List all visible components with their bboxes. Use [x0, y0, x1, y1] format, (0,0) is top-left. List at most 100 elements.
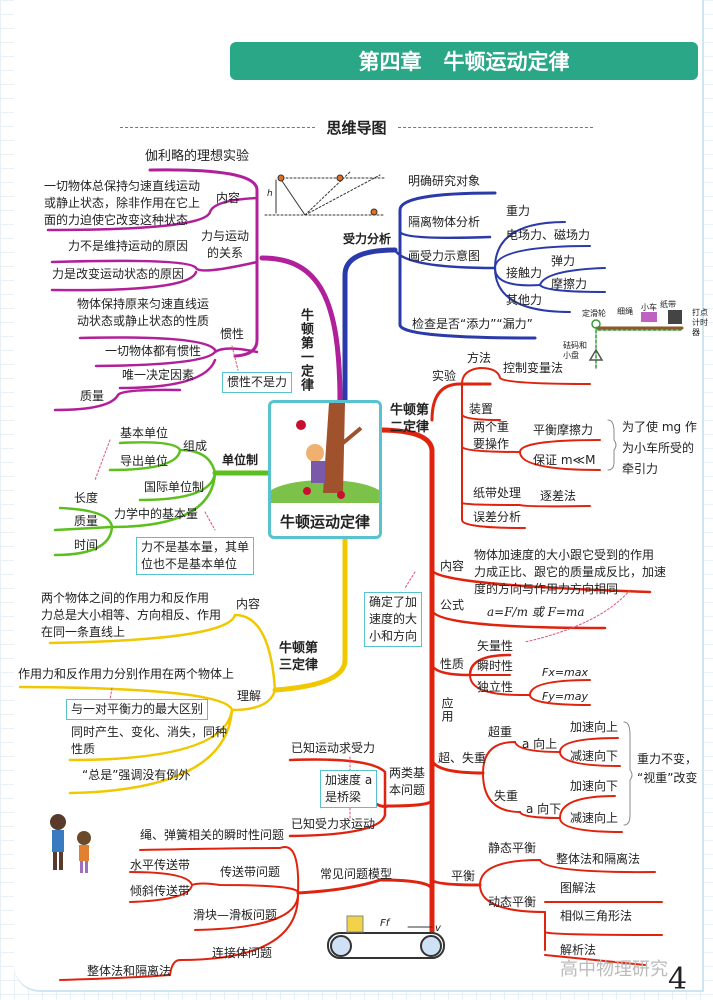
- first-law-spine: [148, 168, 259, 358]
- application-label: 应用: [440, 697, 454, 723]
- field-force: 电场力、磁场力: [506, 228, 591, 242]
- first-law-branches: [46, 168, 343, 412]
- timer-label: 打点 计时 器: [692, 308, 708, 337]
- whole-isolate: 整体法和隔离法: [556, 852, 641, 866]
- rope-spring: 绳、弹簧相关的瞬时性问题: [140, 828, 285, 842]
- relation-1: 力不是维持运动的原因: [68, 239, 189, 253]
- chapter-title: 牛顿运动定律: [443, 50, 570, 74]
- operations-label: 两个重 要操作: [473, 420, 510, 451]
- mass-branch: [53, 388, 182, 412]
- understand-3: “总是”强调没有例外: [82, 768, 191, 782]
- derived-unit: 导出单位: [120, 454, 169, 468]
- motion-to-force: 已知运动求受力: [291, 741, 376, 755]
- first-law-trunk: [259, 255, 343, 405]
- belt-force-label: Ff: [380, 918, 390, 929]
- height-label: h: [267, 189, 273, 199]
- section-title: 思维导图: [326, 119, 387, 137]
- formula: a=F/m 或 F=ma: [487, 605, 585, 619]
- friction-force: 摩擦力: [551, 277, 588, 291]
- center-label: 牛顿运动定律: [279, 513, 370, 531]
- inertia-note: 惯性不是力: [222, 372, 293, 393]
- units-note: 力不是基本量，其单 位也不是基本单位: [136, 537, 255, 575]
- inertia-definition: 物体保持原来匀速直线运 动状态或静止状态的性质: [77, 297, 210, 328]
- third-law-trunk: [272, 532, 348, 693]
- divider-right: [398, 127, 593, 128]
- force-analysis-label: 受力分析: [343, 232, 392, 246]
- watermark: 高中物理研究: [560, 959, 668, 980]
- time: 时间: [74, 538, 99, 552]
- gravity: 重力: [506, 204, 531, 218]
- chapter-header: 第四章 牛顿运动定律: [230, 42, 698, 80]
- inertia-label: 惯性: [220, 327, 245, 341]
- tape-label: 纸带: [660, 300, 676, 309]
- similar-triangle: 相似三角形法: [560, 909, 633, 923]
- dec-up: 减速向上: [570, 811, 619, 825]
- understand-1: 作用力和反作用力分别作用在两个物体上: [18, 667, 235, 681]
- relation-branch-2: [50, 270, 198, 292]
- overweight: 超重: [488, 725, 513, 739]
- base-quantity: 力学中的基本量: [114, 507, 199, 521]
- force-spine: [398, 191, 537, 340]
- tape-processing: 纸带处理: [473, 486, 522, 500]
- a-down: a 向下: [526, 802, 562, 816]
- connected-bodies: 连接体问题: [212, 946, 273, 960]
- common-models: 常见问题模型: [320, 867, 393, 881]
- second-law-label: 牛顿第 二定律: [390, 403, 430, 435]
- acceleration-note: 确定了加 速度的大 小和方向: [364, 592, 423, 647]
- force-motion-relation: 力与运动 的关系: [201, 229, 250, 260]
- force-trunk: [342, 247, 398, 403]
- inertia-all: 一切物体都有惯性: [105, 344, 202, 358]
- inclined-conveyor: 倾斜传送带: [130, 884, 191, 898]
- relation-2: 力是改变运动状态的原因: [52, 267, 185, 281]
- static-equilibrium: 静态平衡: [488, 841, 537, 855]
- mass: 质量: [74, 514, 99, 528]
- error-analysis: 误差分析: [473, 510, 522, 524]
- belt-velocity-label: v: [435, 923, 441, 934]
- weight-label: 超、失重: [438, 751, 487, 765]
- rope-label: 细绳: [617, 307, 633, 316]
- analytic-method: 解析法: [560, 943, 597, 957]
- formula-label: 公式: [440, 598, 465, 612]
- conveyor-belt-diagram: [327, 915, 445, 959]
- two-problems: 两类基 本问题: [389, 766, 426, 797]
- units-label: 单位制: [222, 453, 259, 467]
- chapter-number: 第四章: [358, 50, 422, 74]
- children-illustration: [50, 814, 91, 873]
- other-force: 其他力: [506, 293, 543, 307]
- contact-force: 接触力: [506, 266, 543, 280]
- inertia-note-arrow: [231, 345, 239, 371]
- second-law-trunk: [375, 427, 435, 938]
- inertia-factor: 唯一决定因素: [122, 368, 195, 382]
- inertia-def-branch: [78, 336, 217, 352]
- first-law-label: 牛顿第一定律: [298, 308, 313, 392]
- length: 长度: [74, 491, 99, 505]
- whole-isolate-2: 整体法和隔离法: [87, 964, 172, 978]
- second-law-content-label: 内容: [440, 559, 465, 573]
- cart-label: 小车: [641, 303, 657, 312]
- conveyor-problem: 传送带问题: [220, 865, 281, 879]
- device-label: 装置: [469, 402, 494, 416]
- first-law-content-label: 内容: [216, 191, 241, 205]
- understand-2: 同时产生、变化、消失，同种 性质: [71, 725, 228, 756]
- horizontal-conveyor: 水平传送带: [130, 858, 191, 872]
- balance-force-note: 与一对平衡力的最大区别: [66, 699, 209, 720]
- understand-label: 理解: [237, 689, 262, 703]
- first-law-content: 一切物体总保持匀速直线运动 或静止状态，除非作用在它上 面的力迫使它改变这种状态: [44, 179, 201, 227]
- block-board: 滑块—滑板问题: [193, 908, 278, 922]
- base-unit: 基本单位: [120, 426, 169, 440]
- divider-left: [120, 127, 315, 128]
- center-node: 牛顿运动定律: [268, 400, 382, 539]
- elastic-force: 弹力: [551, 254, 576, 268]
- third-law-content: 两个物体之间的作用力和反作用 力总是大小相等、方向相反、作用 在同一条直线上: [41, 591, 222, 639]
- force-to-motion: 已知受力求运动: [291, 817, 376, 831]
- operations-note: 为了使 mg 作 为小车所受的 牵引力: [622, 420, 697, 476]
- property-label: 性质: [440, 657, 465, 671]
- method-label: 方法: [467, 351, 492, 365]
- experiment-label: 实验: [432, 369, 457, 383]
- fa-step-4: 检查是否“添力”“漏力”: [412, 317, 533, 331]
- fa-step-3: 画受力示意图: [408, 249, 481, 263]
- pulley-label: 定滑轮: [582, 309, 606, 318]
- galileo-diagram: [264, 171, 386, 216]
- weight-note: 重力不变， “视重”改变: [637, 752, 698, 785]
